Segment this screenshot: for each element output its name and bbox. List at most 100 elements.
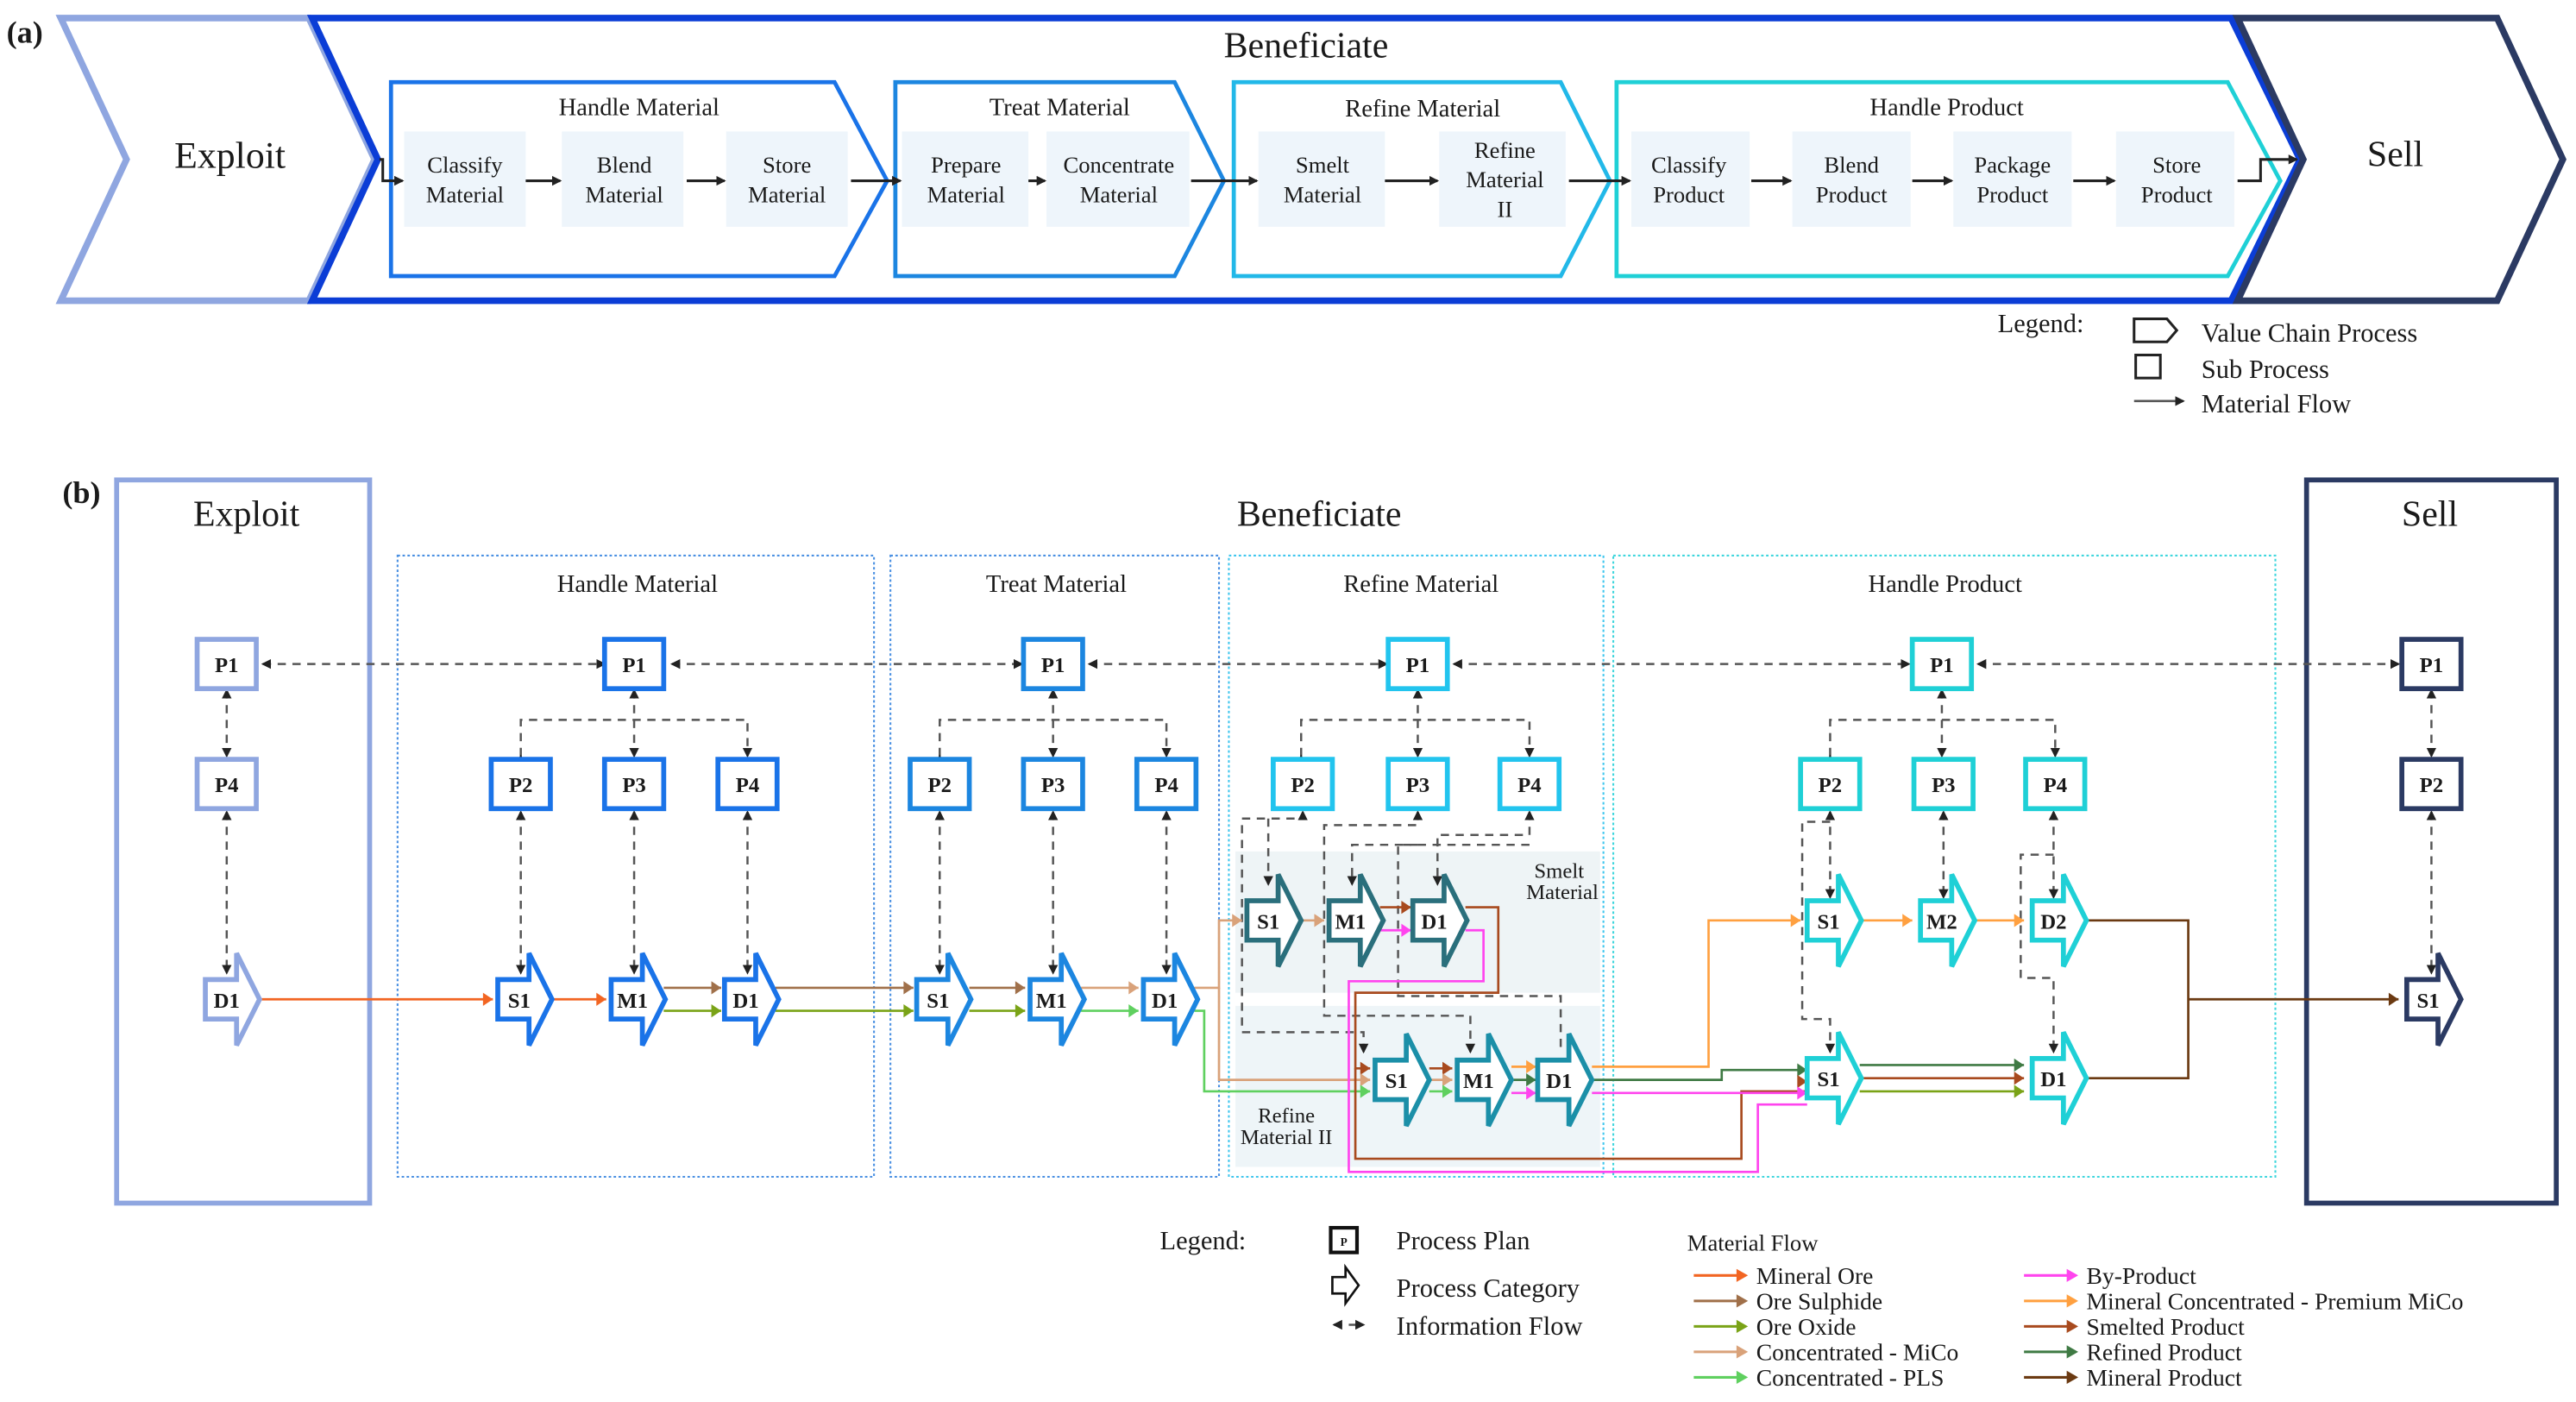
flow-smelted-product (1354, 906, 1500, 1070)
process-plan-p2: P2 (908, 757, 972, 812)
svg-text:Material Flow: Material Flow (2202, 389, 2351, 418)
sell-frame (2303, 477, 2560, 1206)
smelt-material-label-1: Smelt (1534, 859, 1584, 883)
process-category-d1: D1 (2029, 1031, 2089, 1126)
sell-frame-title: Sell (2402, 495, 2458, 535)
process-category-m1: M1 (1454, 1032, 1515, 1128)
smelt-material-label-2: Material (1526, 881, 1599, 904)
process-category-s1: S1 (1804, 1031, 1864, 1126)
svg-text:S1: S1 (2417, 990, 2440, 1013)
svg-text:Store: Store (763, 152, 811, 178)
svg-text:P3: P3 (1932, 774, 1955, 797)
svg-text:Prepare: Prepare (931, 152, 1001, 178)
process-plan-p4: P4 (194, 757, 259, 812)
svg-text:Blend: Blend (1824, 152, 1879, 178)
process-plan-p1: P1 (1021, 637, 1085, 692)
svg-text:Classify: Classify (427, 152, 503, 178)
handle-material-title: Handle Material (559, 94, 719, 121)
svg-text:D1: D1 (732, 990, 758, 1013)
svg-text:Material: Material (1080, 181, 1158, 207)
svg-text:Ore Oxide: Ore Oxide (1756, 1313, 1857, 1340)
flow-arrowhead (2014, 1058, 2025, 1072)
svg-text:Product: Product (1976, 181, 2049, 207)
process-category-d1: D1 (721, 952, 782, 1047)
material-flow-legend-item: Ore Oxide (1693, 1313, 1856, 1340)
svg-text:P2: P2 (509, 774, 532, 797)
material-flow-legend-item: Mineral Ore (1693, 1262, 1873, 1289)
svg-text:Material: Material (1466, 167, 1543, 192)
svg-text:S1: S1 (1385, 1070, 1408, 1093)
svg-text:Refined Product: Refined Product (2087, 1338, 2242, 1365)
panel-b-legend: Legend: P Process Plan Process Category … (1159, 1226, 2463, 1391)
treat-material-process (893, 79, 1227, 279)
svg-text:Material: Material (586, 181, 663, 207)
svg-text:II: II (1497, 196, 1512, 222)
process-category-s1: S1 (2403, 952, 2464, 1047)
sub-process-classify-material: Classify Material (404, 131, 526, 227)
svg-text:P1: P1 (1930, 654, 1953, 677)
treat-material-title: Treat Material (990, 94, 1130, 121)
process-plan-p3: P3 (1911, 757, 1976, 812)
flow-arrowhead (903, 1003, 914, 1018)
svg-text:P1: P1 (2420, 654, 2443, 677)
material-flow-legend-item: Mineral Concentrated - Premium MiCo (2024, 1287, 2463, 1314)
process-plan-p3: P3 (1021, 757, 1085, 812)
sub-process-package-product: Package Product (1953, 131, 2072, 227)
handle-material-process (388, 79, 890, 279)
svg-text:D1: D1 (2040, 1068, 2066, 1091)
beneficiate-title: Beneficiate (1224, 27, 1389, 66)
flow-arrow (2237, 154, 2299, 183)
process-category-m1: M1 (1326, 873, 1386, 968)
flow-concentrated-mico (1217, 987, 1371, 1081)
process-plan-p3: P3 (1385, 757, 1450, 812)
flow-arrowhead (2014, 914, 2025, 927)
svg-text:P3: P3 (1041, 774, 1065, 797)
process-category-m1: M1 (1027, 952, 1088, 1047)
process-category-s1: S1 (1804, 873, 1864, 968)
panel-a-label: (a) (7, 16, 43, 50)
flow-arrowhead (1128, 981, 1139, 995)
svg-text:Classify: Classify (1651, 152, 1727, 178)
svg-text:Ore Sulphide: Ore Sulphide (1756, 1287, 1882, 1314)
svg-text:P4: P4 (215, 774, 238, 797)
flow-refined-product (1592, 1068, 1807, 1081)
material-flow-legend-item: Ore Sulphide (1693, 1287, 1882, 1314)
svg-text:P2: P2 (2420, 774, 2443, 797)
svg-text:P4: P4 (736, 774, 759, 797)
flow-arrowhead (2014, 1085, 2025, 1098)
svg-text:P1: P1 (1406, 654, 1429, 677)
flow-arrowhead (1442, 1061, 1453, 1075)
handle-material-section-title: Handle Material (557, 571, 718, 598)
process-plan-p3: P3 (601, 757, 667, 812)
treat-material-frame (889, 554, 1221, 1179)
svg-text:S1: S1 (1817, 910, 1839, 934)
beneficiate-chevron (306, 15, 2304, 305)
svg-text:M1: M1 (1335, 910, 1366, 934)
flow-arrowhead (1790, 914, 1801, 927)
process-category-s1: S1 (1373, 1032, 1432, 1128)
flow-arrowhead (2014, 1072, 2025, 1085)
flow-arrowhead (1797, 1074, 1807, 1089)
flow-arrowhead (1526, 1086, 1536, 1100)
flow-arrowhead (903, 981, 914, 995)
svg-text:Product: Product (2141, 181, 2214, 207)
svg-text:Material: Material (426, 181, 504, 207)
flow-arrowhead (1526, 1072, 1536, 1087)
process-category-s1: S1 (1244, 873, 1304, 968)
flow-mineral-product (2083, 919, 2190, 1080)
svg-text:Mineral Product: Mineral Product (2087, 1364, 2242, 1391)
beneficiate-frame-title: Beneficiate (1237, 495, 1402, 535)
flow-arrowhead (596, 992, 606, 1006)
svg-text:P1: P1 (1041, 654, 1065, 677)
process-category-d1: D1 (1140, 952, 1201, 1047)
svg-text:Smelted Product: Smelted Product (2087, 1313, 2246, 1340)
handle-product-title: Handle Product (1869, 94, 2024, 121)
exploit-title: Exploit (174, 135, 286, 176)
handle-product-frame (1612, 554, 2277, 1179)
process-plan-p1: P1 (194, 637, 259, 692)
refine-material-ii-label-2: Material II (1241, 1126, 1332, 1149)
process-plan-p2: P2 (1798, 757, 1863, 812)
svg-text:D1: D1 (1421, 910, 1447, 934)
